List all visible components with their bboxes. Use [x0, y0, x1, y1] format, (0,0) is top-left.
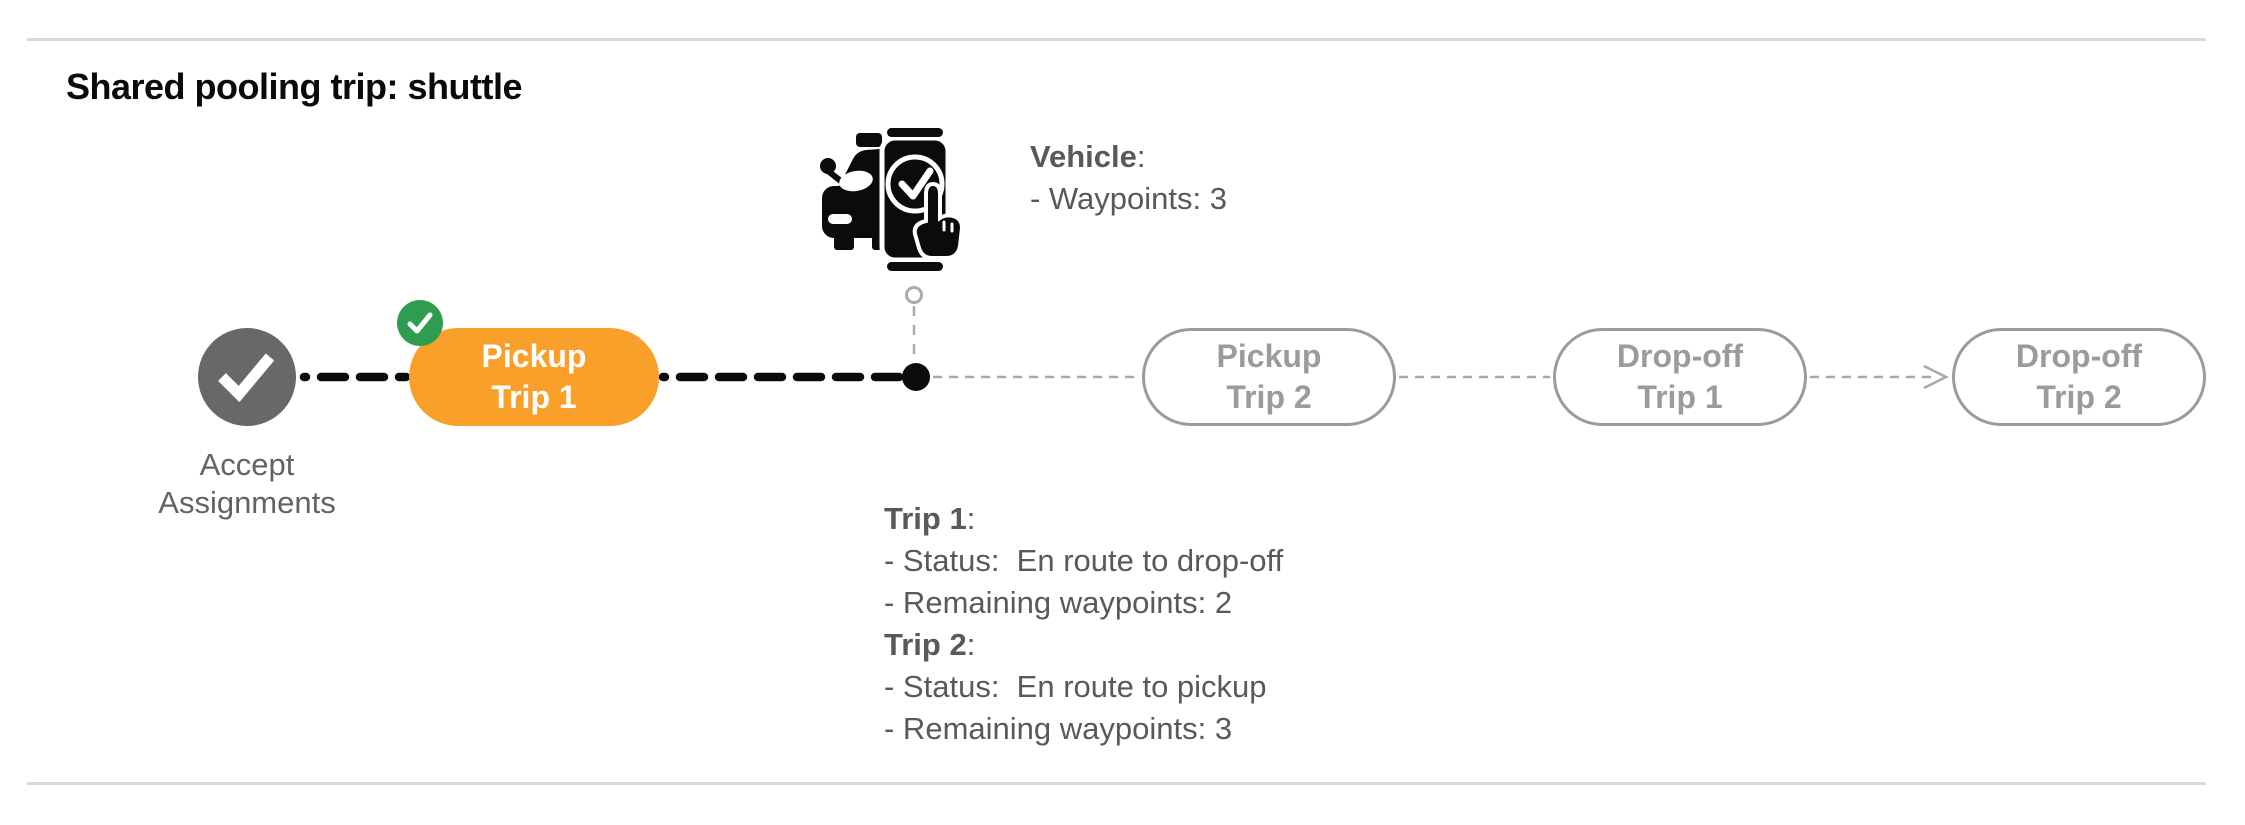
vehicle-label-colon: :	[1136, 139, 1146, 174]
trip1-waypoints: - Remaining waypoints: 2	[884, 585, 1233, 620]
trip1-status: - Status: En route to drop-off	[884, 543, 1284, 578]
accept-assignments-node	[198, 328, 296, 426]
car-phone-check-icon	[820, 128, 965, 271]
node-dropoff-trip-1: Drop-off Trip 1	[1553, 328, 1807, 426]
vehicle-waypoints: - Waypoints: 3	[1030, 181, 1227, 216]
vehicle-position-dot	[902, 363, 930, 391]
tapping-hand	[912, 181, 965, 260]
trip2-waypoints: - Remaining waypoints: 3	[884, 711, 1233, 746]
node-pickup-trip-1: Pickup Trip 1	[409, 328, 659, 426]
car-window	[839, 170, 873, 192]
accept-assignments-label: Accept Assignments	[158, 447, 336, 520]
trip2-heading: Trip 2:	[884, 627, 976, 662]
trip2-status: - Status: En route to pickup	[884, 669, 1267, 704]
vehicle-info: Vehicle: - Waypoints: 3	[1030, 136, 1227, 220]
vehicle-info-heading: Vehicle:	[1030, 136, 1227, 178]
check-circle-icon	[218, 353, 275, 403]
bottom-divider	[27, 782, 2206, 785]
node-dropoff-trip-2: Drop-off Trip 2	[1952, 328, 2206, 426]
car-grille	[828, 214, 852, 224]
vehicle-label: Vehicle	[1030, 139, 1137, 174]
open-circle-marker	[905, 286, 923, 304]
trip-details: Trip 1: - Status: En route to drop-off -…	[884, 498, 1283, 750]
check-badge-icon	[397, 300, 443, 346]
node-pickup-trip-2: Pickup Trip 2	[1142, 328, 1396, 426]
page-title: Shared pooling trip: shuttle	[66, 66, 523, 107]
top-divider	[27, 38, 2206, 41]
trip1-heading: Trip 1:	[884, 501, 976, 536]
confirm-check-icon	[885, 154, 945, 214]
arrowhead-icon	[1923, 364, 1949, 390]
